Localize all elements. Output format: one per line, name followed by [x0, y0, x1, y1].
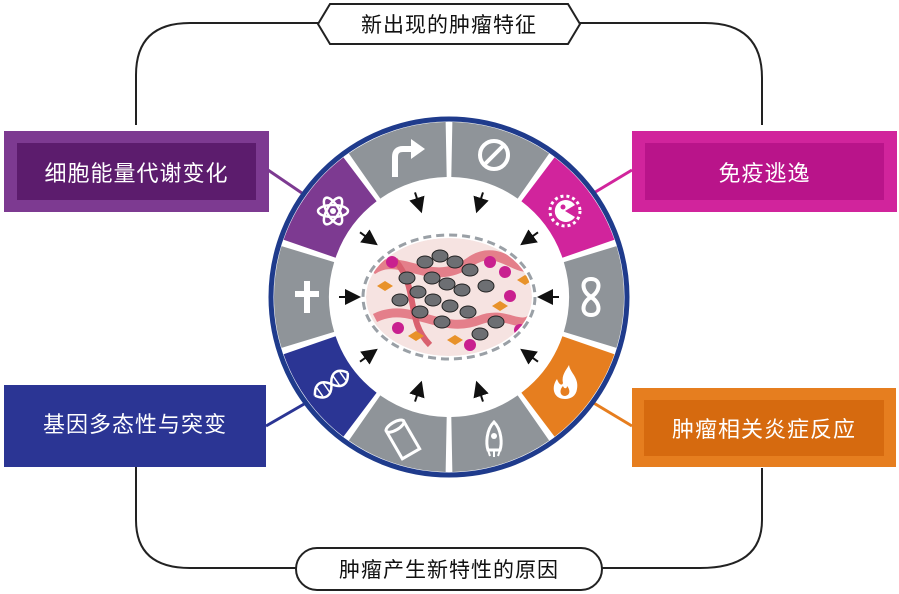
pacman-cell-icon [548, 194, 582, 228]
tumor-cell [433, 315, 451, 329]
inward-arrow [409, 380, 425, 402]
infinity-icon [581, 276, 601, 318]
immune-cell [464, 339, 476, 351]
immune-evasion-label-box: 免疫逃逸 [632, 131, 897, 212]
tumor-cell [409, 285, 427, 299]
inward-arrows [339, 192, 559, 402]
metabolism-label: 细胞能量代谢变化 [17, 143, 256, 200]
bent-arrow-icon [392, 139, 425, 177]
tumor-cell [438, 277, 456, 291]
inward-arrow [520, 229, 539, 246]
tumor-cell [453, 283, 471, 297]
immune-cell [484, 256, 496, 268]
blood-vessel-icon [384, 418, 422, 461]
tumor-cell [423, 271, 441, 285]
inward-arrow [473, 192, 489, 214]
tumor-cell [424, 293, 442, 307]
bottom-caption-frame [295, 547, 603, 591]
tumor-microenvironment [361, 233, 537, 361]
tumor-cell [411, 305, 429, 319]
genome-instability-label: 基因多态性与突变 [4, 385, 266, 467]
ring-segment-atom [283, 157, 377, 258]
inflammation-label-box: 肿瘤相关炎症反应 [632, 388, 896, 467]
bottom-connector-loop [135, 467, 763, 569]
immune-cell [504, 290, 516, 302]
immune-cell [392, 322, 404, 334]
inward-arrow [359, 348, 378, 365]
top-caption: 新出现的肿瘤特征 [361, 13, 537, 37]
tumor-cell [471, 327, 489, 341]
top-caption-frame [316, 3, 582, 45]
no-entry-icon [478, 139, 510, 171]
tumor-cell [461, 263, 479, 277]
tumor-cell [391, 293, 409, 307]
bottom-caption: 肿瘤产生新特性的原因 [339, 558, 559, 582]
tumor-cell [441, 299, 459, 313]
immune-evasion-label: 免疫逃逸 [645, 143, 884, 200]
ring-segment-blood-vessel [348, 395, 447, 472]
fire-icon [553, 365, 578, 399]
metabolism-label-box: 细胞能量代谢变化 [4, 131, 269, 212]
top-connector-loop [135, 22, 763, 125]
tumor-cell [431, 249, 449, 263]
inward-arrow [520, 348, 539, 365]
fibroblast-cell [408, 331, 424, 341]
genome-instability-label-box: 基因多态性与突变 [4, 385, 266, 467]
inward-arrow [473, 380, 489, 402]
dagger-icon [295, 281, 319, 313]
ring-segment-dna [283, 336, 377, 437]
inward-arrow [359, 229, 378, 246]
fibroblast-cell [377, 281, 393, 291]
dna-icon [313, 369, 349, 399]
inflammation-label: 肿瘤相关炎症反应 [644, 399, 884, 456]
immune-cell [386, 256, 398, 268]
tumor-cell [477, 279, 495, 293]
tumor-cell [446, 255, 464, 269]
fibroblast-cell [492, 301, 508, 311]
inward-arrow [409, 192, 425, 214]
tumor-cell [398, 271, 416, 285]
ring-segment-no-entry [451, 122, 550, 199]
fibroblast-cell [447, 335, 463, 345]
tumor-cell [487, 315, 505, 329]
tumor-cell [459, 305, 477, 319]
rocket-icon [485, 419, 503, 457]
tumor-cell [416, 255, 434, 269]
immune-cell [499, 266, 511, 278]
atom-icon [316, 196, 350, 226]
